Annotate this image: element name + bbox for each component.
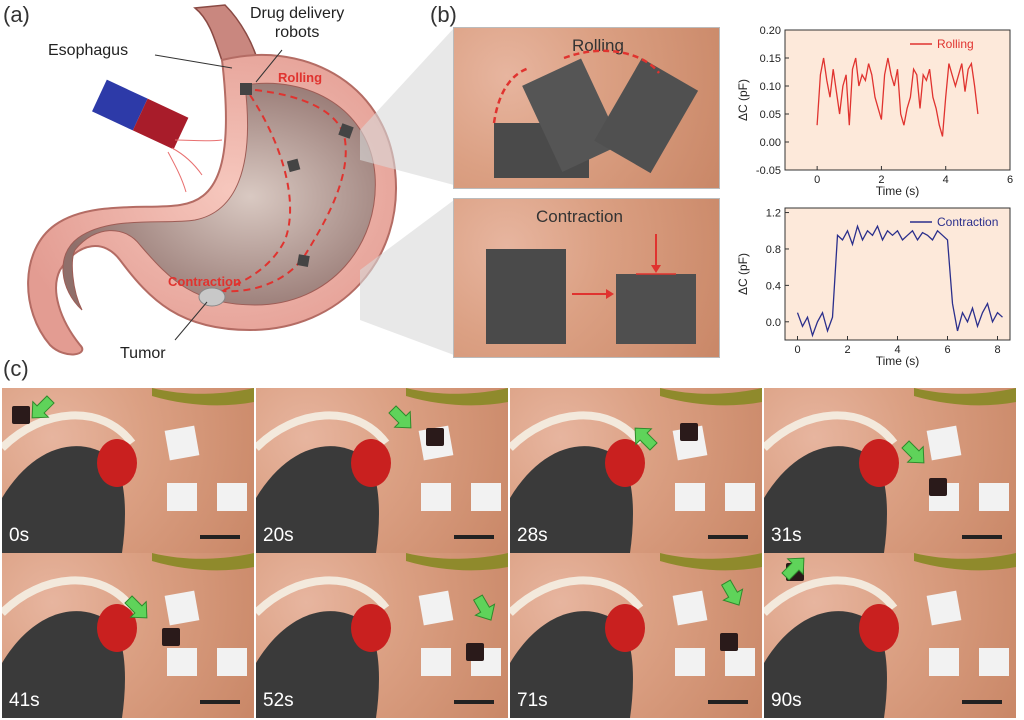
green-arrow-icon bbox=[472, 594, 496, 621]
scale-bar bbox=[708, 535, 748, 539]
esophagus-label: Esophagus bbox=[48, 42, 129, 59]
zoom-connector bbox=[360, 28, 454, 355]
green-arrow-icon bbox=[720, 579, 744, 606]
y-tick-label: 0.8 bbox=[766, 244, 781, 256]
x-tick-label: 0 bbox=[814, 174, 820, 186]
frame-time-label: 0s bbox=[9, 525, 30, 546]
y-tick-label: 0.05 bbox=[760, 109, 781, 121]
legend-label: Contraction bbox=[937, 215, 998, 229]
x-tick-label: 4 bbox=[943, 174, 949, 186]
rolling-title: Rolling bbox=[572, 36, 624, 55]
stomach-illustration bbox=[27, 4, 397, 356]
robot-1 bbox=[240, 83, 252, 95]
frame-time-label: 28s bbox=[517, 525, 548, 546]
green-arrow-icon bbox=[901, 440, 925, 464]
y-axis-label: ΔC (pF) bbox=[736, 253, 750, 295]
frame-time-label: 90s bbox=[771, 690, 802, 711]
y-tick-label: 0.15 bbox=[760, 53, 781, 65]
timelapse-frame: 0s bbox=[2, 388, 254, 553]
robot bbox=[929, 478, 947, 496]
panel-c-letter: (c) bbox=[3, 356, 29, 381]
y-tick-label: -0.05 bbox=[756, 165, 781, 177]
contraction-annotation: Contraction bbox=[168, 274, 241, 289]
scale-bar bbox=[200, 700, 240, 704]
scale-bar bbox=[454, 700, 494, 704]
green-arrow-icon bbox=[781, 557, 805, 581]
series-line bbox=[796, 224, 1003, 338]
x-axis-label: Time (s) bbox=[876, 354, 920, 368]
x-tick-label: 4 bbox=[894, 344, 900, 356]
contraction-render: Contraction bbox=[453, 198, 720, 358]
rolling-annotation: Rolling bbox=[278, 70, 323, 85]
timelapse-frame: 71s bbox=[510, 553, 762, 718]
y-tick-label: 0.10 bbox=[760, 81, 781, 93]
robot bbox=[720, 633, 738, 651]
panel-b-letter: (b) bbox=[430, 2, 457, 27]
scale-bar bbox=[454, 535, 494, 539]
y-tick-label: 0.4 bbox=[766, 280, 781, 292]
y-tick-label: 1.2 bbox=[766, 208, 781, 220]
scale-bar bbox=[962, 535, 1002, 539]
timelapse-frame: 31s bbox=[764, 388, 1016, 553]
y-axis-label: ΔC (pF) bbox=[736, 79, 750, 121]
timelapse-frame: 28s bbox=[510, 388, 762, 553]
robot bbox=[466, 643, 484, 661]
frame-time-label: 20s bbox=[263, 525, 294, 546]
robot bbox=[680, 423, 698, 441]
timelapse-frame: 52s bbox=[256, 553, 508, 718]
legend-label: Rolling bbox=[937, 37, 974, 51]
green-arrow-icon bbox=[124, 595, 148, 619]
timelapse-frame: 41s bbox=[2, 553, 254, 718]
scale-bar bbox=[962, 700, 1002, 704]
drug-delivery-label: Drug delivery robots bbox=[250, 5, 345, 41]
scale-bar bbox=[708, 700, 748, 704]
green-arrow-icon bbox=[634, 427, 658, 451]
tumor-label: Tumor bbox=[120, 345, 166, 362]
timelapse-frame: 90s bbox=[764, 553, 1016, 718]
frame-time-label: 71s bbox=[517, 690, 548, 711]
y-tick-label: 0.0 bbox=[766, 317, 781, 329]
scale-bar bbox=[200, 535, 240, 539]
frame-time-label: 31s bbox=[771, 525, 802, 546]
x-tick-label: 6 bbox=[944, 344, 950, 356]
robot bbox=[162, 628, 180, 646]
y-tick-label: 0.20 bbox=[760, 25, 781, 37]
x-tick-label: 2 bbox=[878, 174, 884, 186]
contraction-title: Contraction bbox=[536, 207, 623, 226]
frame-time-label: 52s bbox=[263, 690, 294, 711]
panel-a-letter: (a) bbox=[3, 2, 30, 27]
green-arrow-icon bbox=[388, 405, 412, 429]
x-tick-label: 8 bbox=[994, 344, 1000, 356]
timelapse-frame: 20s bbox=[256, 388, 508, 553]
x-tick-label: 0 bbox=[794, 344, 800, 356]
green-arrow-icon bbox=[31, 395, 55, 419]
y-tick-label: 0.00 bbox=[760, 137, 781, 149]
rolling-render: Rolling bbox=[453, 27, 720, 189]
x-axis-label: Time (s) bbox=[876, 184, 920, 198]
plot-area bbox=[784, 29, 1011, 171]
robot bbox=[12, 406, 30, 424]
robot bbox=[426, 428, 444, 446]
x-tick-label: 6 bbox=[1007, 174, 1013, 186]
x-tick-label: 2 bbox=[844, 344, 850, 356]
series-line bbox=[816, 57, 979, 137]
frame-time-label: 41s bbox=[9, 690, 40, 711]
